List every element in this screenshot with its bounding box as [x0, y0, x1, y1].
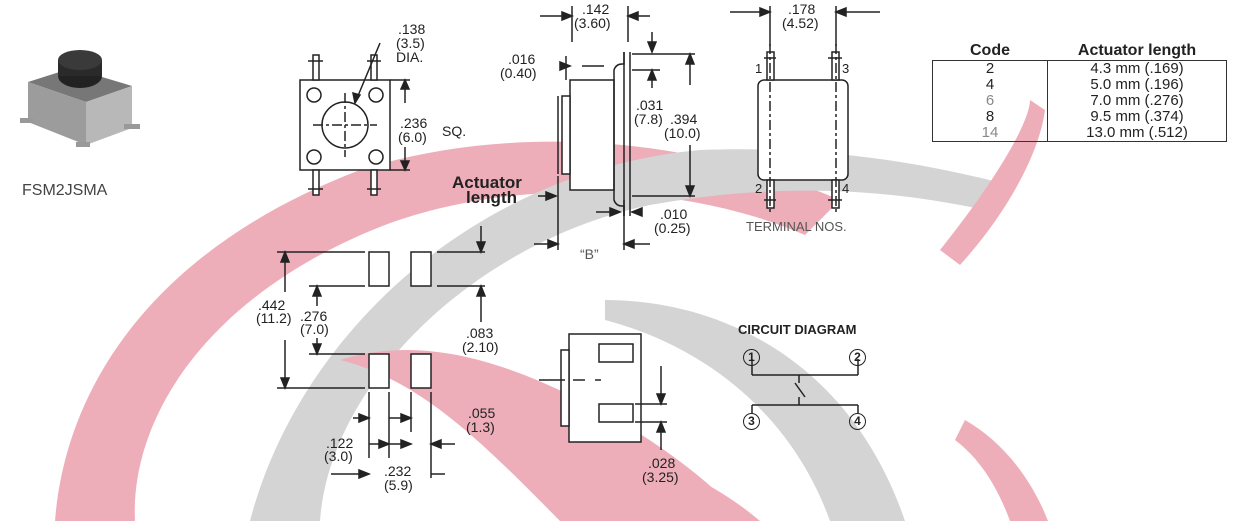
- top-dia-mm: (3.5): [396, 35, 425, 51]
- table-cell-length: 4.3 mm (.169): [1090, 60, 1184, 77]
- table-row: 4 5.0 mm (.196): [932, 76, 1227, 93]
- circuit-node-1: 1: [743, 349, 760, 366]
- table-cell-code: 2: [932, 60, 1048, 77]
- table-cell-code: 6: [932, 93, 1048, 109]
- actuator-label-line1: Actuator: [452, 173, 522, 192]
- side-height-in: .394: [670, 111, 698, 127]
- terminal-caption: TERMINAL NOS.: [746, 219, 847, 234]
- fp-outer-mm: (11.2): [256, 310, 292, 326]
- end-offset-mm: (3.25): [642, 469, 679, 485]
- terminal-width-mm: (4.52): [782, 15, 819, 31]
- fp-pitch-in: .122: [326, 435, 354, 451]
- b-dimension-label: “B”: [580, 246, 599, 262]
- fp-pitch-mm: (3.0): [324, 448, 353, 464]
- circuit-diagram-title: CIRCUIT DIAGRAM: [738, 322, 857, 337]
- fp-pad-gap-mm: (2.10): [462, 339, 499, 355]
- side-pin-in: .010: [660, 206, 688, 222]
- footprint-drawing: [277, 226, 487, 480]
- top-dia-suffix: DIA.: [396, 49, 424, 65]
- top-sq-in: .236: [400, 115, 428, 131]
- side-width-mm: (3.60): [574, 15, 611, 31]
- side-height-mm: (10.0): [664, 125, 701, 141]
- table-cell-length: 13.0 mm (.512): [1086, 124, 1188, 141]
- terminal-pin-2: 2: [755, 181, 763, 196]
- actuator-label-line2: length: [466, 188, 517, 207]
- terminal-pin-1: 1: [755, 61, 763, 76]
- terminal-pin-3: 3: [842, 61, 850, 76]
- fp-span-in: .232: [384, 463, 412, 479]
- top-sq-mm: (6.0): [398, 129, 427, 145]
- circuit-node-3: 3: [743, 413, 760, 430]
- table-header-code: Code: [970, 42, 1010, 59]
- fp-inner-mm: (7.0): [300, 321, 329, 337]
- actuator-code-table: Code Actuator length 2 4.3 mm (.169) 4 5…: [932, 42, 1227, 142]
- table-cell-length: 7.0 mm (.276): [1090, 92, 1184, 109]
- terminal-view-drawing: [730, 6, 880, 215]
- fp-pad-gap-in: .083: [466, 325, 494, 341]
- side-width-in: .142: [582, 1, 610, 17]
- circuit-node-2: 2: [849, 349, 866, 366]
- table-row: 2 4.3 mm (.169): [932, 60, 1227, 77]
- fp-inner-in: .276: [300, 308, 328, 324]
- switch-photo: [20, 50, 140, 147]
- table-row: 8 9.5 mm (.374): [932, 108, 1227, 125]
- side-pin-mm: (0.25): [654, 220, 691, 236]
- fp-outer-in: .442: [258, 297, 286, 313]
- table-row: 6 7.0 mm (.276): [932, 92, 1227, 109]
- table-cell-length: 9.5 mm (.374): [1090, 108, 1184, 125]
- fp-pad-w-in: .055: [468, 405, 496, 421]
- top-sq-suffix: SQ.: [442, 123, 467, 139]
- side-step-in: .031: [636, 97, 664, 113]
- fp-span-mm: (5.9): [384, 477, 413, 493]
- table-cell-code: 4: [932, 77, 1048, 93]
- side-lead-in: .016: [508, 51, 536, 67]
- fp-pad-w-mm: (1.3): [466, 419, 495, 435]
- side-view-drawing: [534, 6, 696, 250]
- side-step-mm: (7.8): [634, 111, 663, 127]
- circuit-node-4: 4: [849, 413, 866, 430]
- table-header-actuator-length: Actuator length: [1077, 42, 1197, 59]
- terminal-pin-4: 4: [842, 181, 850, 196]
- product-label: FSM2JSMA: [22, 182, 108, 199]
- top-view-drawing: [299, 42, 411, 196]
- end-offset-in: .028: [648, 455, 676, 471]
- side-lead-mm: (0.40): [500, 65, 537, 81]
- end-view-drawing: [539, 333, 667, 450]
- table-cell-length: 5.0 mm (.196): [1090, 76, 1184, 93]
- table-row: 14 13.0 mm (.512): [932, 124, 1227, 142]
- table-cell-code: 8: [932, 109, 1048, 125]
- top-dia-in: .138: [398, 21, 426, 37]
- table-cell-code: 14: [932, 125, 1048, 142]
- terminal-width-in: .178: [788, 1, 816, 17]
